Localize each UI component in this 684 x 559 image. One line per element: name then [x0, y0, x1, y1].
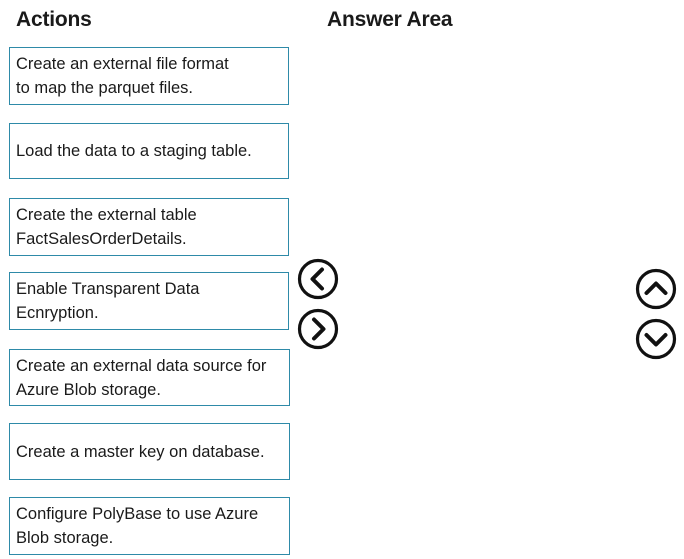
- move-left-button[interactable]: [296, 257, 340, 301]
- chevron-left-icon: [297, 258, 339, 300]
- action-item-label: Enable Transparent Data Ecnryption.: [16, 280, 200, 322]
- action-item-create-master-key[interactable]: Create a master key on database.: [9, 423, 290, 480]
- action-item-label: Create a master key on database.: [16, 442, 265, 461]
- action-item-label: Configure PolyBase to use Azure Blob sto…: [16, 505, 259, 547]
- action-item-label: Load the data to a staging table.: [16, 142, 252, 160]
- action-item-create-external-data-source[interactable]: Create an external data source for Azure…: [9, 349, 290, 406]
- answer-area-dropzone[interactable]: [350, 46, 620, 551]
- move-down-button[interactable]: [634, 317, 678, 361]
- action-item-label: Create the external table FactSalesOrder…: [16, 206, 197, 248]
- chevron-down-icon: [635, 318, 677, 360]
- answer-area-heading: Answer Area: [327, 8, 453, 31]
- action-item-load-staging-table[interactable]: Load the data to a staging table.: [9, 123, 289, 179]
- action-item-label: Create an external file format to map th…: [16, 55, 229, 97]
- move-up-button[interactable]: [634, 267, 678, 311]
- chevron-right-icon: [297, 308, 339, 350]
- action-item-configure-polybase[interactable]: Configure PolyBase to use Azure Blob sto…: [9, 497, 290, 555]
- action-item-create-external-table[interactable]: Create the external table FactSalesOrder…: [9, 198, 289, 256]
- action-item-create-external-file-format[interactable]: Create an external file format to map th…: [9, 47, 289, 105]
- move-right-button[interactable]: [296, 307, 340, 351]
- action-item-label: Create an external data source for Azure…: [16, 356, 267, 399]
- actions-heading: Actions: [16, 8, 92, 31]
- action-item-enable-tde[interactable]: Enable Transparent Data Ecnryption.: [9, 272, 289, 330]
- chevron-up-icon: [635, 268, 677, 310]
